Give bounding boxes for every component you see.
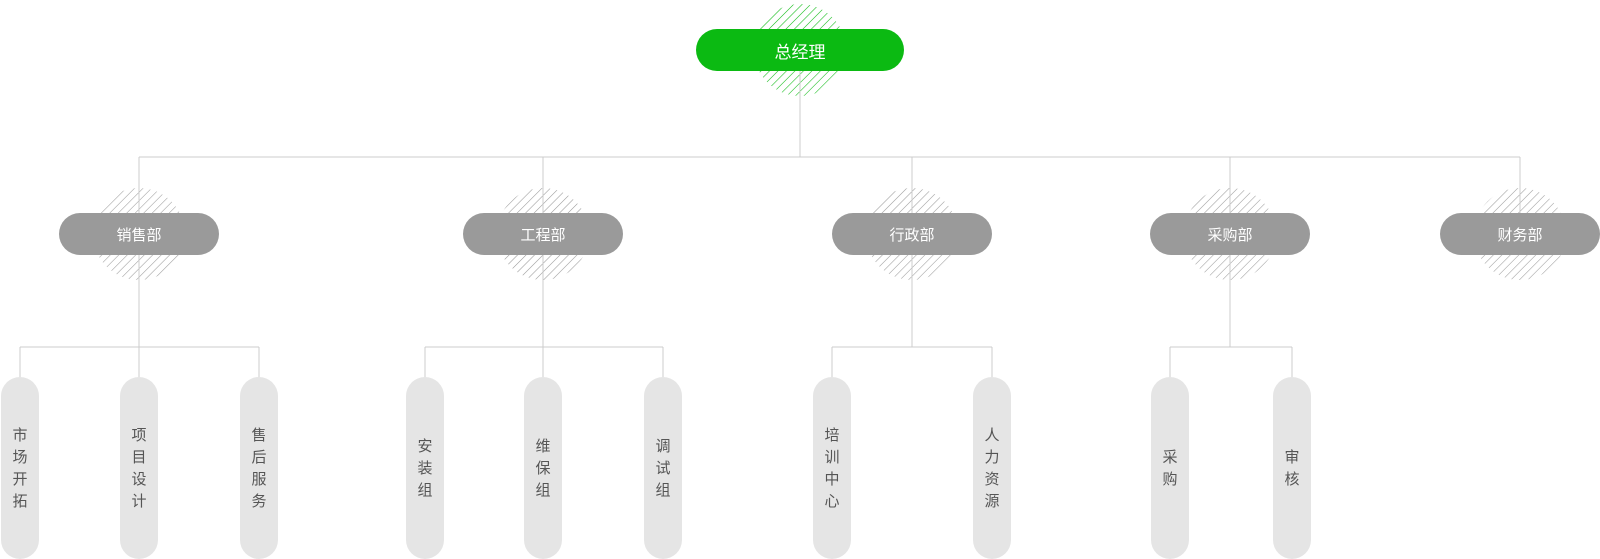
team-label: 培训中心 [824, 426, 840, 510]
team-label: 采购 [1162, 448, 1178, 488]
team-label: 售后服务 [251, 426, 267, 510]
team-node: 采购 [1151, 377, 1189, 559]
team-node: 市场开拓 [1, 377, 39, 559]
department-node: 销售部 [59, 213, 219, 255]
department-node: 采购部 [1150, 213, 1310, 255]
department-label: 财务部 [1497, 225, 1543, 244]
connector-lines [19, 71, 1521, 377]
team-node: 项目设计 [120, 377, 158, 559]
team-node: 审核 [1273, 377, 1311, 559]
department-label: 工程部 [520, 225, 566, 244]
team-node: 培训中心 [813, 377, 851, 559]
root-node-label: 总经理 [774, 42, 826, 63]
team-label: 人力资源 [984, 426, 1000, 510]
team-label: 审核 [1284, 448, 1300, 488]
department-label: 采购部 [1207, 225, 1253, 244]
team-label: 安装组 [417, 437, 433, 499]
department-label: 行政部 [889, 225, 935, 244]
department-node: 行政部 [832, 213, 992, 255]
team-node: 调试组 [644, 377, 682, 559]
team-label: 调试组 [655, 437, 671, 499]
team-label: 维保组 [535, 437, 551, 499]
team-node: 安装组 [406, 377, 444, 559]
team-node: 人力资源 [973, 377, 1011, 559]
root-node-general-manager: 总经理 [696, 29, 904, 71]
department-label: 销售部 [116, 225, 162, 244]
team-node: 售后服务 [240, 377, 278, 559]
team-label: 项目设计 [131, 426, 147, 510]
team-label: 市场开拓 [12, 426, 28, 510]
team-node: 维保组 [524, 377, 562, 559]
department-node: 财务部 [1440, 213, 1600, 255]
department-node: 工程部 [463, 213, 623, 255]
